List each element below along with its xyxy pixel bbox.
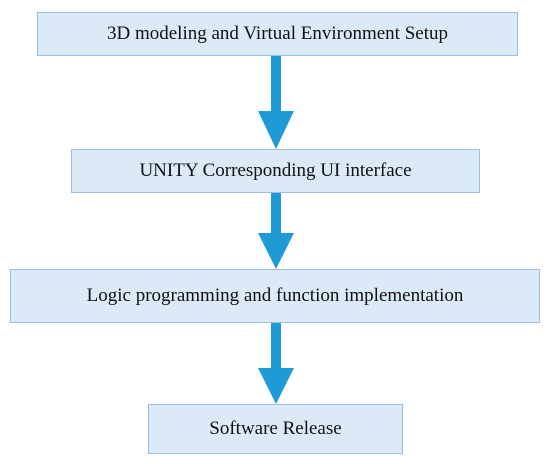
down-arrow-icon bbox=[256, 56, 296, 149]
step-label: Software Release bbox=[209, 418, 342, 439]
step-box-3d-modeling: 3D modeling and Virtual Environment Setu… bbox=[37, 12, 518, 56]
down-arrow-icon bbox=[256, 323, 296, 404]
step-label: Logic programming and function implement… bbox=[86, 285, 464, 306]
down-arrow-icon bbox=[256, 193, 296, 269]
step-box-unity-ui: UNITY Corresponding UI interface bbox=[71, 149, 480, 193]
step-box-software-release: Software Release bbox=[148, 404, 403, 454]
step-label: UNITY Corresponding UI interface bbox=[139, 160, 412, 181]
step-box-logic-programming: Logic programming and function implement… bbox=[10, 269, 540, 323]
step-label: 3D modeling and Virtual Environment Setu… bbox=[107, 23, 448, 44]
